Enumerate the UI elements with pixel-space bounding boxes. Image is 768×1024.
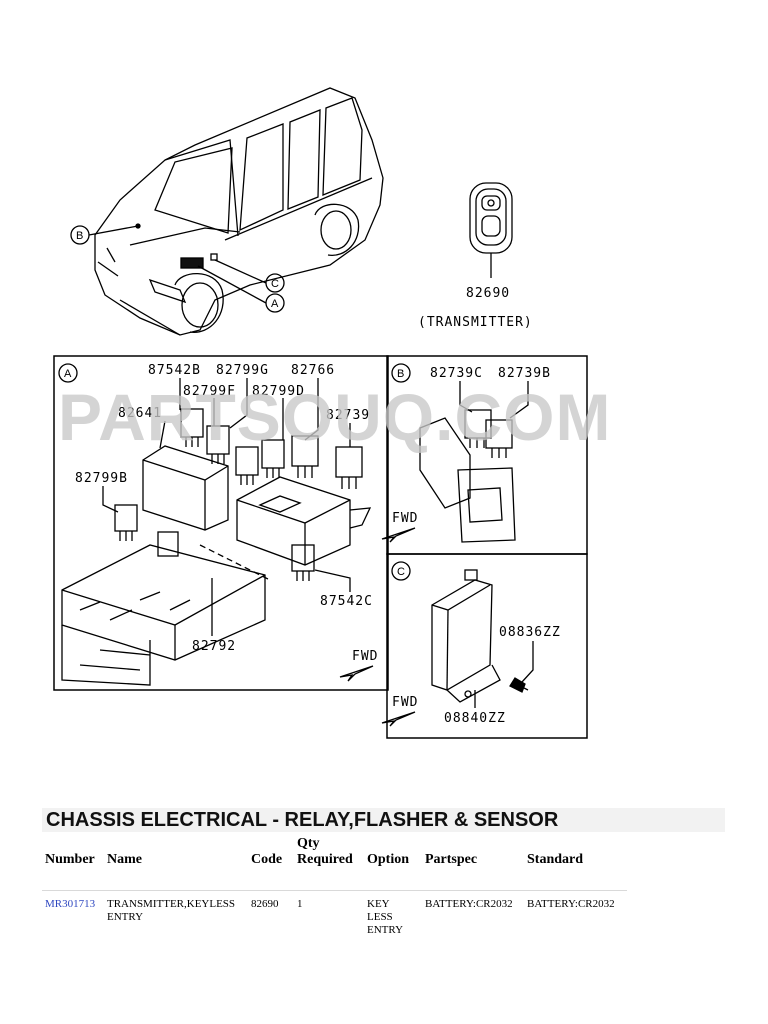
- cell-code: 82690: [248, 890, 294, 941]
- callout-82799b: 82799B: [75, 471, 128, 486]
- marker-a: A: [271, 298, 279, 310]
- option-line1: KEY: [367, 898, 390, 910]
- vehicle-illustration: B C A: [70, 87, 384, 336]
- marker-b: B: [76, 230, 83, 242]
- header-number: Number: [45, 852, 95, 867]
- callout-82739: 82739: [326, 408, 370, 423]
- header-qty-line2: Required: [297, 852, 353, 867]
- panel-b-marker: B: [397, 368, 404, 380]
- option-line2: LESS: [367, 911, 393, 923]
- section-title: CHASSIS ELECTRICAL - RELAY,FLASHER & SEN…: [42, 808, 725, 832]
- name-line2: ENTRY: [107, 911, 144, 923]
- callout-87542c: 87542C: [320, 594, 373, 609]
- callout-82766: 82766: [291, 363, 335, 378]
- panel-c-marker: C: [397, 566, 405, 578]
- parts-diagram: B C A 82690 (TRANSMITTER) A 87542B 82799…: [53, 87, 611, 739]
- cell-qty: 1: [294, 890, 364, 941]
- callout-08836zz: 08836ZZ: [499, 625, 561, 640]
- header-standard: Standard: [527, 852, 584, 867]
- panel-c: C 08836ZZ 08840ZZ FWD: [381, 561, 561, 727]
- callout-08840zz: 08840ZZ: [444, 711, 506, 726]
- panel-c-fwd: FWD: [392, 695, 418, 710]
- watermark: PARTSOUQ.COM: [58, 380, 611, 454]
- transmitter-fob: 82690 (TRANSMITTER): [418, 182, 533, 330]
- name-line1: TRANSMITTER,KEYLESS: [107, 898, 236, 910]
- callout-82739b: 82739B: [498, 366, 551, 381]
- cell-partspec: BATTERY:CR2032: [422, 890, 524, 941]
- header-partspec: Partspec: [425, 852, 478, 867]
- callout-82799g: 82799G: [216, 363, 269, 378]
- panel-c-frame: [386, 553, 588, 739]
- panel-a-frame: [53, 355, 389, 691]
- panel-a-fwd: FWD: [352, 649, 378, 664]
- callout-82799d: 82799D: [252, 384, 305, 399]
- marker-c: C: [271, 278, 279, 290]
- header-code: Code: [251, 852, 283, 867]
- part-number-link[interactable]: MR301713: [45, 898, 96, 910]
- header-qty-line1: Qty: [297, 836, 320, 851]
- panel-a: A 87542B 82799G 82766 82799F 82799D 8264…: [58, 363, 378, 686]
- header-name: Name: [107, 852, 142, 867]
- panel-b-fwd: FWD: [392, 511, 418, 526]
- callout-82792: 82792: [192, 639, 236, 654]
- cell-number[interactable]: MR301713: [42, 890, 104, 941]
- callout-82799f: 82799F: [183, 384, 236, 399]
- option-line3: ENTRY: [367, 924, 404, 936]
- header-option: Option: [367, 852, 410, 867]
- callout-82641: 82641: [118, 406, 162, 421]
- panel-b: B 82739C 82739B FWD: [381, 363, 551, 543]
- callout-82739c: 82739C: [430, 366, 483, 381]
- transmitter-label: (TRANSMITTER): [418, 315, 533, 330]
- cell-standard: BATTERY:CR2032: [524, 890, 627, 941]
- panel-a-marker: A: [64, 368, 72, 380]
- transmitter-code: 82690: [466, 286, 510, 301]
- callout-87542b: 87542B: [148, 363, 201, 378]
